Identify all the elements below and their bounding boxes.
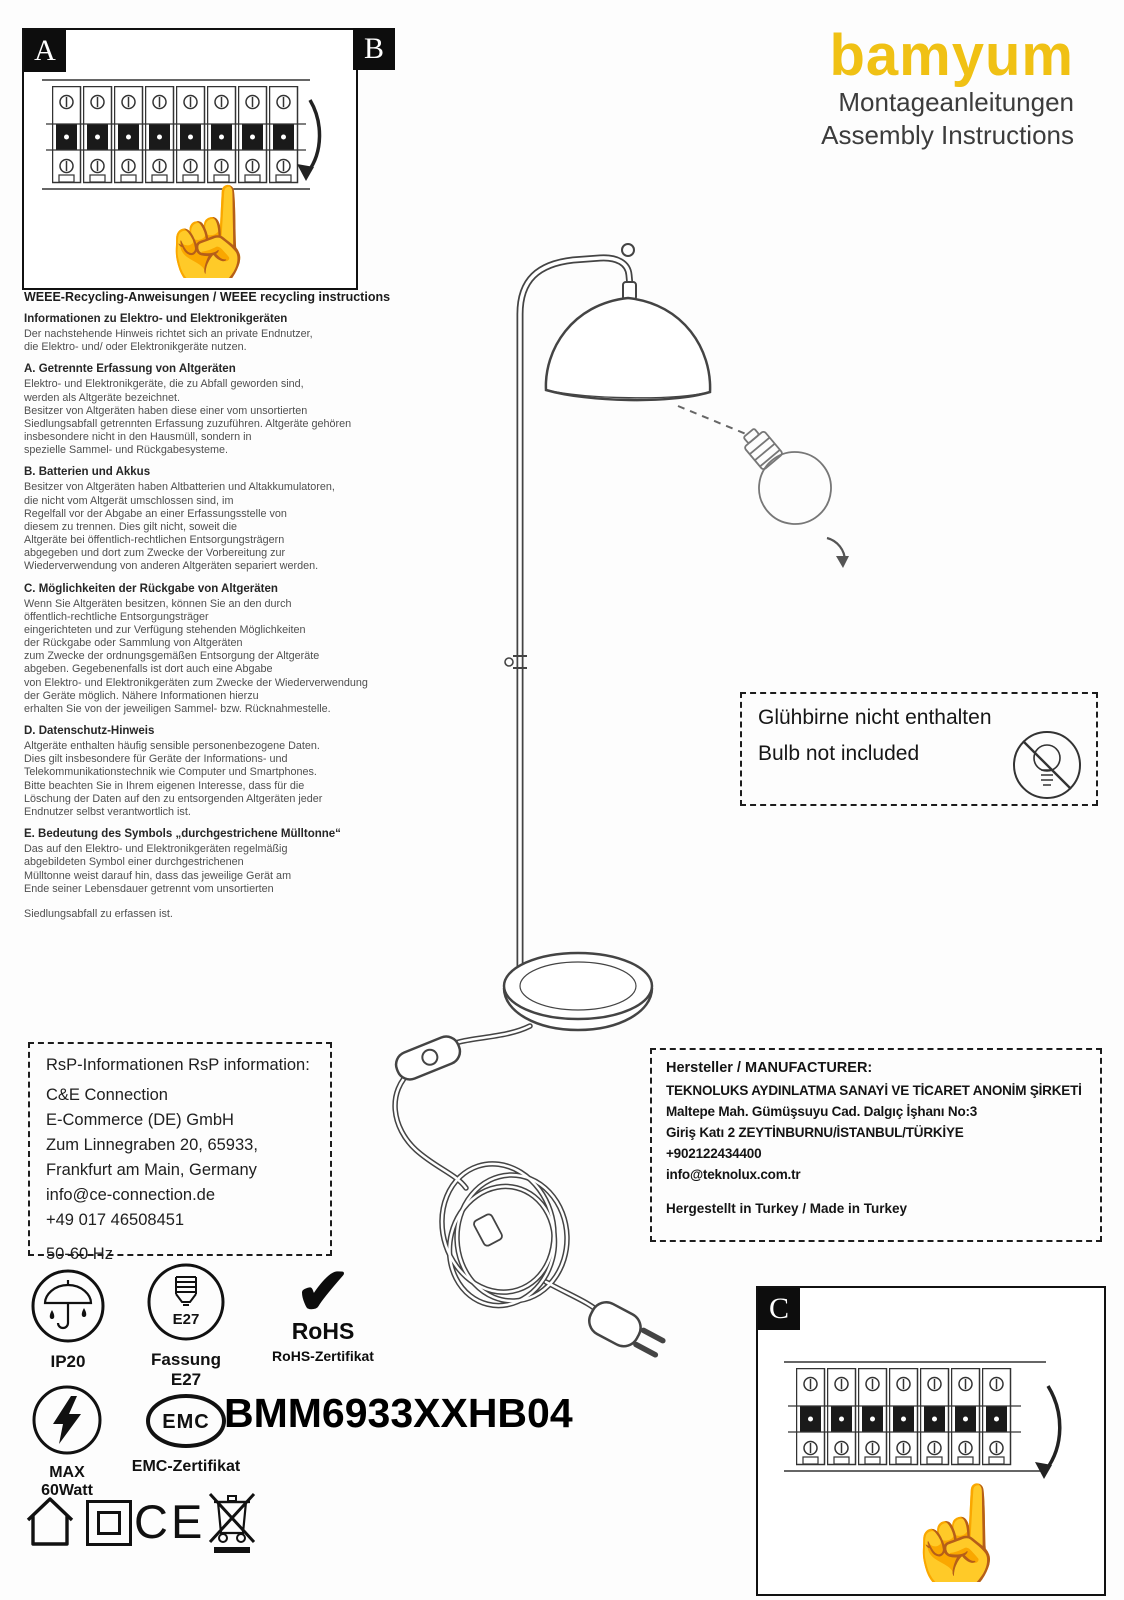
emc-text: EMC	[162, 1411, 209, 1433]
manufacturer-email: info@teknolux.com.tr	[666, 1167, 801, 1182]
weee-body-c: Wenn Sie Altgeräten besitzen, können Sie…	[24, 597, 368, 715]
weee-heading-a: A. Getrennte Erfassung von Altgeräten	[24, 363, 236, 376]
manufacturer-title: Hersteller / MANUFACTURER:	[666, 1060, 873, 1076]
rsp-frequency: 50-60 Hz	[46, 1245, 113, 1263]
weee-title: WEEE-Recycling-Anweisungen / WEEE recycl…	[24, 290, 391, 304]
model-number: BMM6933XXHB04	[224, 1390, 573, 1436]
rsp-information-box: RsP-Informationen RsP information: C&E C…	[28, 1042, 332, 1263]
rotate-arrow-icon	[1044, 1385, 1062, 1472]
section-b-letter: B	[363, 32, 384, 65]
ip20-cert: IP20	[26, 1268, 110, 1372]
power-plug	[588, 1301, 666, 1358]
section-c-label: C	[758, 1288, 800, 1330]
emc-cert: EMC EMC-Zertifikat	[130, 1392, 242, 1476]
weee-heading-info: Informationen zu Elektro- und Elektronik…	[24, 313, 288, 325]
rsp-phone: +49 017 46508451	[46, 1211, 185, 1229]
ce-mark: CE	[134, 1495, 206, 1548]
lamp-base	[502, 951, 654, 1032]
panel-step-a-box: A ☝	[22, 28, 358, 290]
lamp-shade	[544, 296, 712, 402]
emc-oval-icon: EMC	[146, 1394, 226, 1448]
socket-caption: Fassung E27	[151, 1350, 221, 1389]
double-insulation-icon	[86, 1500, 132, 1546]
manufacturer-box: Hersteller / MANUFACTURER: TEKNOLUKS AYD…	[650, 1048, 1102, 1242]
brand-logo: bamyum	[829, 23, 1074, 88]
made-in-line: Hergestellt in Turkey / Made in Turkey	[666, 1201, 908, 1216]
pointing-hand-icon: ☝	[150, 180, 270, 278]
bulb-notice-german: Glühbirne nicht enthalten	[758, 706, 992, 729]
pointing-hand-icon: ☝	[896, 1478, 1021, 1582]
breaker-panel-illustration-c: ☝	[784, 1361, 1062, 1582]
rsp-company-2: E-Commerce (DE) GmbH	[46, 1111, 234, 1129]
weee-heading-c: C. Möglichkeiten der Rückgabe von Altger…	[24, 582, 278, 595]
rotate-arrow-icon	[306, 99, 322, 174]
rohs-label: RoHS	[291, 1318, 355, 1344]
socket-e27-text: E27	[173, 1311, 200, 1328]
weee-body-b: Besitzer von Altgeräten haben Altbatteri…	[24, 481, 335, 573]
section-b-label: B	[353, 28, 395, 70]
rsp-city: Frankfurt am Main, Germany	[46, 1161, 257, 1179]
emc-caption: EMC-Zertifikat	[131, 1458, 241, 1475]
house-icon	[26, 1497, 74, 1546]
rsp-email: info@ce-connection.de	[46, 1186, 216, 1204]
weee-footer: Siedlungsabfall zu erfassen ist.	[24, 907, 173, 920]
subtitle-english: Assembly Instructions	[821, 120, 1074, 150]
lightning-bolt-icon	[32, 1385, 102, 1455]
weee-body-info: Der nachstehende Hinweis richtet sich an…	[24, 328, 313, 354]
manufacturer-city: Giriş Katı 2 ZEYTİNBURNU/İSTANBUL/TÜRKİY…	[666, 1125, 964, 1140]
weee-heading-b: B. Batterien und Akkus	[24, 466, 151, 479]
rohs-cert: ✔ RoHS RoHS-Zertifikat	[256, 1258, 390, 1364]
e27-cert: E27 Fassung E27	[136, 1262, 236, 1390]
no-bulb-icon	[1013, 731, 1081, 799]
subtitle-german: Montageanleitungen	[838, 87, 1074, 117]
section-c-letter: C	[768, 1292, 789, 1325]
brand-header: bamyum Montageanleitungen Assembly Instr…	[654, 26, 1074, 152]
crossed-wheelie-bin-icon	[208, 1492, 256, 1553]
bulb-notice-english: Bulb not included	[758, 742, 920, 765]
weee-heading-d: D. Datenschutz-Hinweis	[24, 725, 155, 738]
section-a-letter: A	[34, 34, 56, 67]
weee-body-a: Elektro- und Elektronikgeräte, die zu Ab…	[24, 378, 352, 457]
max-watt-cert: MAX 60Watt	[22, 1384, 112, 1500]
light-bulb	[743, 428, 832, 525]
panel-step-c-box: C ☝	[756, 1286, 1106, 1596]
manufacturer-street: Maltepe Mah. Gümüşsuyu Cad. Dalgıç İşhan…	[666, 1104, 978, 1119]
checkmark-icon: ✔	[295, 1254, 351, 1328]
rohs-caption: RoHS-Zertifikat	[272, 1348, 374, 1364]
section-a-label: A	[24, 30, 66, 72]
rsp-title: RsP-Informationen RsP information:	[46, 1056, 310, 1074]
weee-body-e: Das auf den Elektro- und Elektronikgerät…	[24, 843, 292, 895]
breaker-panel-illustration-a: ☝	[42, 79, 322, 278]
rsp-street: Zum Linnegraben 20, 65933,	[46, 1136, 258, 1154]
manufacturer-name: TEKNOLUKS AYDINLATMA SANAYİ VE TİCARET A…	[666, 1083, 1082, 1098]
rsp-company: C&E Connection	[46, 1086, 168, 1104]
weee-heading-e: E. Bedeutung des Symbols „durchgestriche…	[24, 828, 341, 841]
manufacturer-phone: +902122434400	[666, 1146, 762, 1161]
weee-recycling-text: WEEE-Recycling-Anweisungen / WEEE recycl…	[24, 290, 444, 921]
weee-body-d: Altgeräte enthalten häufig sensible pers…	[24, 740, 323, 818]
umbrella-drip-icon	[31, 1269, 105, 1343]
socket-e27-icon: E27	[147, 1263, 225, 1341]
bulb-not-included-box: Glühbirne nicht enthalten Bulb not inclu…	[740, 692, 1098, 806]
ip-rating-label: IP20	[50, 1352, 86, 1371]
inline-switch	[394, 1035, 462, 1081]
floor-lamp-illustration	[392, 243, 849, 1358]
max-watt-label: MAX 60Watt	[41, 1464, 93, 1499]
